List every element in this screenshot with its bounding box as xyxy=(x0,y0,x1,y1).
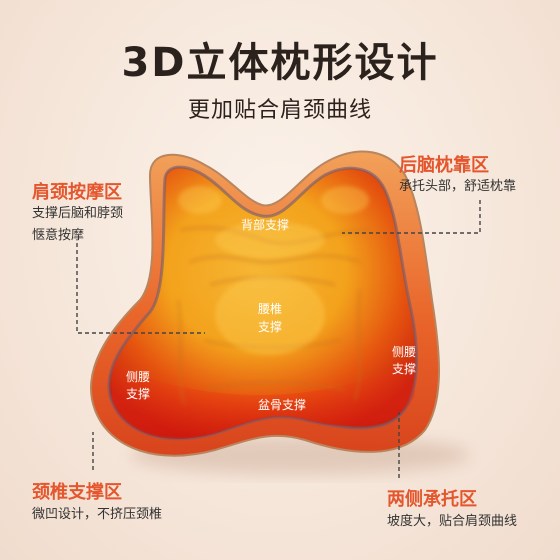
callout-both-sides-line: 坡度大，贴合肩颈曲线 xyxy=(387,514,518,529)
pillow-label-side-right-2: 支撑 xyxy=(392,361,416,376)
pillow-label-lumbar-2: 支撑 xyxy=(258,319,282,334)
pillow-label-lumbar-1: 腰椎 xyxy=(258,301,282,316)
pillow-label-back: 背部支撑 xyxy=(241,217,289,232)
pillow-bottom-glow xyxy=(112,355,415,439)
page-title: 3D立体枕形设计 xyxy=(121,40,439,86)
pillow-label-side-right-1: 侧腰 xyxy=(392,345,416,359)
pillow-label-pelvis: 盆骨支撑 xyxy=(258,397,306,412)
callout-back-head-line: 承托头部，舒适枕靠 xyxy=(399,179,517,194)
page-subtitle: 更加贴合肩颈曲线 xyxy=(187,98,372,123)
callout-shoulder-neck-line-1: 支撑后脑和脖颈 xyxy=(32,206,124,221)
callout-cervical-line: 微凹设计，不挤压颈椎 xyxy=(32,507,163,522)
pillow-label-side-left-2: 支撑 xyxy=(126,386,150,401)
pillow-label-side-left-1: 侧腰 xyxy=(126,370,150,384)
callout-cervical-title: 颈椎支撑区 xyxy=(32,482,122,503)
callout-both-sides-title: 两侧承托区 xyxy=(387,489,477,510)
callout-back-head-title: 后脑枕靠区 xyxy=(399,155,489,176)
callout-shoulder-neck-line-2: 惬意按摩 xyxy=(32,228,85,243)
callout-shoulder-neck-title: 肩颈按摩区 xyxy=(32,182,122,203)
